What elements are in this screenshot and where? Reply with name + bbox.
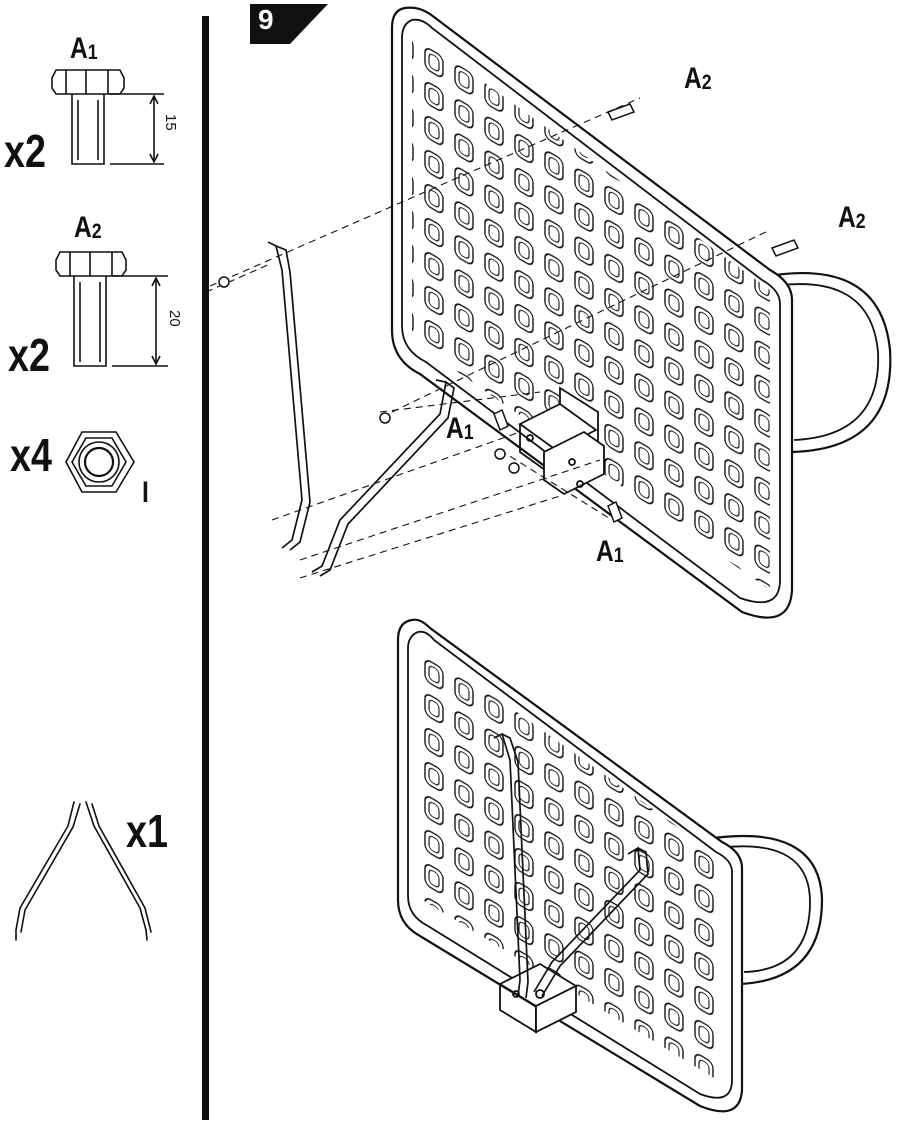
callout-a1-left: A1 — [446, 414, 474, 444]
callout-a2-lower: A2 — [838, 203, 866, 233]
callout-a1-bottom: A1 — [596, 537, 624, 567]
bottom-backboard — [398, 620, 822, 1112]
top-backboard — [392, 8, 890, 618]
callout-a2-upper: A2 — [684, 64, 712, 94]
